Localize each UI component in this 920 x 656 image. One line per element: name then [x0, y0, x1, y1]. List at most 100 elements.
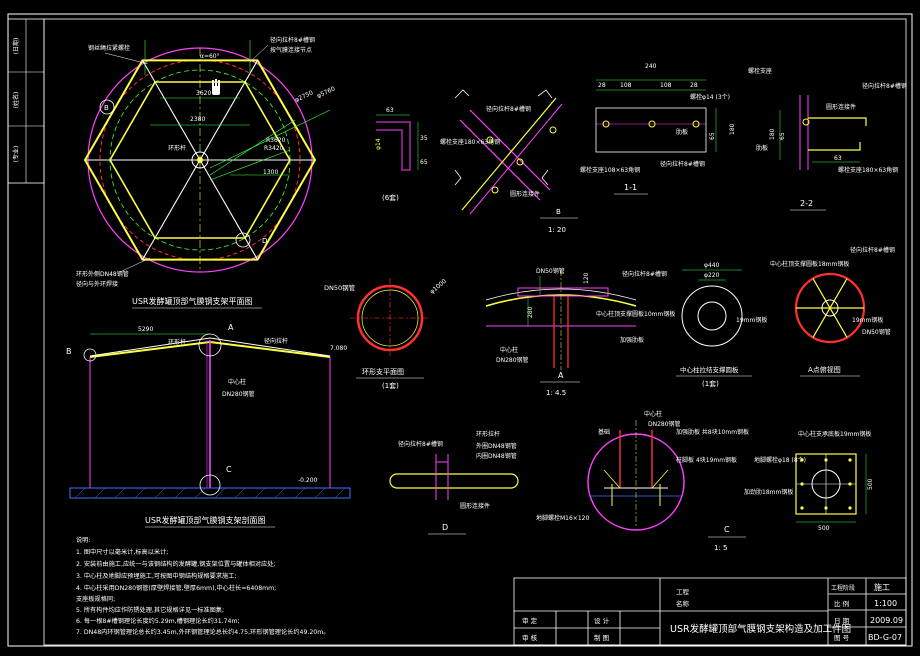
angle-dim-65: 65: [420, 159, 428, 166]
dim-phi5760: φ5760: [316, 85, 337, 100]
angle-note: (6套): [382, 193, 399, 202]
plate-title: 中心柱拉结支撑圆板: [680, 365, 739, 374]
detail-a-label-6: DN280钢管: [496, 356, 529, 364]
span-dim: 5290: [138, 326, 153, 333]
foundation-hatch: [74, 487, 346, 499]
d11-label-rib: 肋板: [676, 128, 688, 136]
detail-c-title: C: [724, 525, 730, 534]
tb-scale-value: 1:100: [874, 599, 897, 608]
d22-label-3: 圆形连接件: [826, 103, 856, 111]
d11-dim-65: 65: [709, 132, 716, 140]
note-3: 3. 中心柱及地脚应预埋施工,可按图中钢结构规格要求施工;: [76, 572, 236, 580]
d11-dim-108b: 108: [660, 82, 672, 89]
view-a-title: A点俯视图: [808, 365, 841, 374]
tb-review: 审 定: [522, 616, 538, 625]
d11-dim-240: 240: [645, 63, 657, 70]
d22-label-1: 螺栓支座: [748, 67, 772, 75]
tb-audit: 审 核: [522, 633, 538, 642]
notes-heading: 说明:: [76, 536, 90, 544]
tb-no-label: 图 号: [834, 634, 850, 642]
detail-b-scale: 1: 20: [548, 226, 566, 234]
d22-dim-63: 63: [834, 155, 842, 162]
side-label-major: (专业): [12, 146, 20, 163]
d11-label-channel: 径向拉杆8#槽钢: [660, 160, 705, 168]
detail-c-label-6: 基础: [598, 428, 610, 436]
tb-stage-label: 工程阶段: [831, 584, 855, 592]
section-marker-b: B: [66, 347, 72, 356]
base-label-3: 加劲肋18mm钢板: [744, 488, 793, 496]
tb-draw: 制 图: [594, 633, 609, 642]
note-6: 6. 每一根8#槽钢理论长度约5.29m,槽钢理论长约31.74m;: [76, 617, 240, 625]
section-column-1: 中心柱: [228, 378, 246, 386]
detail-a-label-4: 加强肋板: [620, 336, 644, 344]
detail-d-label-5: 圆形连接件: [460, 502, 490, 510]
roof-rod: [89, 337, 331, 357]
d22-title: 2-2: [800, 199, 813, 208]
center-dot: [197, 157, 203, 163]
angle-label: φ14: [375, 138, 382, 150]
tb-design: 设 计: [594, 616, 610, 625]
detail-d-label-4: 内圈DN48钢管: [476, 452, 517, 460]
radial-rods: [85, 60, 315, 260]
tb-project-1: 工程: [676, 587, 690, 596]
plate-dim-220: φ220: [704, 272, 720, 279]
base-dim-w: 500: [818, 525, 830, 532]
leader-3: [119, 257, 151, 273]
note-5: 5. 所有构件均应作防锈处理,其它规格详见一标准图集;: [76, 606, 224, 614]
detail-d: 径向拉杆8#槽钢 环形拉杆 外圈DN48钢管 内圈DN48钢管 圆形连接件 D: [389, 430, 519, 535]
section-title: USR发酵罐顶部气膜钢支架剖面图: [145, 515, 266, 525]
marker-a-circle: [198, 333, 222, 357]
detail-a-dim-120: 120: [583, 272, 590, 284]
tb-no-value: BD-G-07: [868, 633, 902, 642]
section-view: 5290 A B C 环形杆 径向拉杆 中心柱 DN280钢管 7.080 -0…: [66, 323, 351, 528]
detail-a-label-3: 中心柱顶支撑圆板10mm钢板: [596, 310, 675, 318]
d11-dim-28a: 28: [598, 82, 606, 89]
detail-a: 120 280 DN50钢管 径向拉杆8#槽钢 中心柱顶支撑圆板10mm钢板 加…: [485, 267, 675, 397]
detail-a-scale: 1: 4.5: [546, 389, 566, 397]
section-elev-bot: -0.200: [298, 477, 318, 484]
plan-angle: α=60°: [200, 53, 220, 60]
detail-d-label-1: 径向拉杆8#槽钢: [398, 440, 443, 448]
detail-c-label-2: DN280钢管: [648, 420, 681, 428]
note-4b: 支座板规格同;: [76, 595, 115, 603]
marker-c-circle: [199, 474, 221, 496]
base-dim-h: 500: [867, 478, 874, 490]
d22-label-5: 肋板: [756, 144, 768, 152]
base-label-1: 中心柱支承底板19mm钢板: [798, 430, 871, 438]
detail-a-label-5: 中心柱: [500, 346, 518, 354]
marker-b: B: [104, 104, 109, 112]
view-a-label-2: 径向拉杆8#槽钢: [850, 246, 895, 254]
detail-d-label-2: 环形拉杆: [476, 430, 500, 438]
d11-dim-180: 180: [729, 123, 736, 135]
d22-label-4: 螺栓支座180×63角钢: [838, 166, 898, 174]
tb-stage-value: 施工: [874, 582, 890, 592]
plate-label: 19mm钢板: [736, 316, 767, 324]
tb-scale-label: 比 例: [834, 599, 849, 608]
detail-c-label-5: 地脚螺栓M16×120: [536, 514, 589, 522]
ring-label-pipe: DN50钢管: [324, 283, 356, 292]
view-a-label-1: 中心柱顶支撑圆板18mm钢板: [770, 260, 849, 268]
notes: 说明: 1. 图中尺寸以毫米计,标高以米计; 2. 安装前由施工,应统一与该钢结…: [76, 536, 329, 636]
d11-dim-28b: 28: [690, 82, 698, 89]
tb-drawing-title: USR发酵罐顶部气膜钢支架构造及加工件图: [670, 623, 851, 635]
inner-frame: [43, 18, 907, 646]
angle-dim-63: 63: [386, 107, 394, 114]
base-plate: 500 500 中心柱支承底板19mm钢板 地脚螺栓φ18 (8个) 加劲肋18…: [744, 430, 874, 532]
plan-label-top-right-2: 按气膜连接节点: [270, 46, 312, 54]
detail-b-label-1: 径向拉杆8#槽钢: [486, 105, 531, 113]
dim-3620: 3620: [196, 90, 211, 97]
detail-c-label-1: 中心柱: [644, 410, 662, 418]
detail-c: 中心柱 DN280钢管 加强肋板 共8块10mm钢板 柱脚板 4块19mm钢板 …: [536, 410, 749, 552]
note-4: 4. 中心柱采用DN280钢管(厚壁焊接管,壁厚6mm),中心柱长=6408mm…: [76, 584, 276, 592]
section-radial: 径向拉杆: [264, 337, 288, 345]
d22-dim-180: 180: [769, 128, 776, 140]
plan-title: USR发酵罐顶部气膜钢支架平面图: [132, 296, 253, 306]
center-ring: [191, 151, 209, 169]
marker-b-circle: [99, 99, 115, 115]
plan-view: 3620 2380 1300 φ2750 φ5760 R3420 R3620 α…: [76, 36, 337, 309]
d11-label-bolt: 螺栓φ14 (3个): [690, 93, 730, 101]
outer-frame: [7, 13, 913, 647]
tb-date-value: 2009.09: [870, 616, 903, 625]
base-label-2: 地脚螺栓φ18 (8个): [754, 456, 806, 464]
